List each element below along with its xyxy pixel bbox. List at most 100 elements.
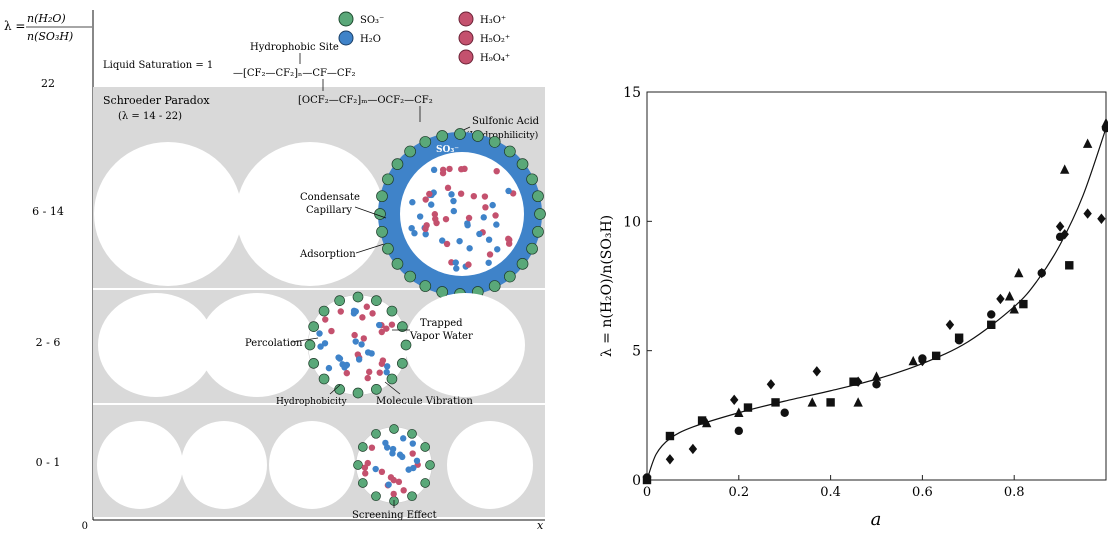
- water-molecule: [383, 368, 390, 376]
- pore-band2-c: [405, 293, 525, 397]
- sulfonate-group: [516, 158, 529, 170]
- x-tick-label: 0.8: [1004, 485, 1025, 500]
- hydronium-ion: [446, 165, 453, 173]
- circle-point: [1037, 268, 1046, 278]
- triangle-point: [1004, 291, 1015, 301]
- sulfonate-group: [420, 478, 431, 488]
- pore-band1-neck: [225, 198, 255, 228]
- band3-ions: [353, 424, 435, 506]
- hydronium-ion: [362, 470, 369, 477]
- hydronium-ion: [378, 360, 386, 367]
- circle-point: [918, 354, 927, 363]
- water-molecule: [464, 220, 471, 227]
- legend: SO₃⁻ H₂O H₃O⁺ H₅O₂⁺ H₉O₄⁺: [338, 11, 510, 65]
- sulfonate-group: [436, 130, 449, 142]
- hydronium-ion: [465, 214, 473, 222]
- sulfonate-group: [376, 225, 388, 238]
- sulfonate-group: [376, 190, 388, 203]
- triangle-point: [734, 407, 744, 417]
- sulfonate-group: [371, 383, 382, 395]
- diamond-point: [1083, 208, 1092, 219]
- water-molecule: [439, 237, 446, 244]
- triangle-point: [1082, 138, 1093, 148]
- sulfonate-group: [419, 136, 432, 148]
- band2-ions: [304, 291, 412, 399]
- triangle-point: [1059, 164, 1070, 174]
- x-axis-label: x: [537, 519, 544, 531]
- hydronium-ion: [364, 374, 371, 382]
- sulfonate-group: [304, 339, 316, 351]
- circle-point: [872, 380, 881, 389]
- water-molecule: [411, 230, 418, 237]
- plot-frame: [646, 91, 1107, 481]
- water-molecule: [450, 207, 458, 215]
- sulfonate-group: [471, 130, 484, 142]
- pore-band3-a: [97, 421, 183, 509]
- water-molecule: [389, 450, 396, 457]
- hydronium-ion: [369, 310, 376, 317]
- diamond-point: [766, 379, 776, 390]
- pore-band2-neck: [198, 334, 218, 356]
- hydronium-ion: [442, 215, 450, 223]
- capillary-label: Capillary: [306, 205, 352, 216]
- sulfonate-group: [357, 442, 368, 452]
- legend-so3-label: SO₃⁻: [360, 15, 384, 26]
- hydronium-ion: [444, 184, 452, 192]
- hydronium-ion: [465, 261, 472, 268]
- data-points: [642, 117, 1108, 485]
- sulfonate-group: [396, 321, 408, 332]
- schroeder-paradox-label: Schroeder Paradox: [103, 94, 210, 107]
- water-molecule: [452, 259, 459, 266]
- sulfonate-group: [371, 295, 382, 307]
- hydronium-ion: [426, 190, 433, 198]
- pore-band2-a: [98, 293, 214, 397]
- water-molecule: [385, 481, 392, 488]
- adsorption-pointer: [355, 243, 385, 254]
- water-molecule: [336, 355, 344, 362]
- hydronium-ion: [351, 331, 358, 339]
- sulfonate-group: [532, 190, 544, 203]
- hydronium-ion: [432, 215, 439, 223]
- triangle-point: [1101, 117, 1108, 128]
- hydronium-ion: [368, 444, 376, 451]
- water-molecule: [430, 166, 438, 174]
- hydronium-ion: [390, 490, 397, 498]
- water-molecule: [485, 259, 492, 266]
- hydronium-ion: [387, 474, 395, 481]
- level-label-0-1: 0 - 1: [36, 456, 61, 469]
- circle-point: [734, 426, 743, 436]
- square-point: [1019, 299, 1028, 309]
- water-molecule: [400, 435, 407, 442]
- water-molecule: [409, 440, 416, 447]
- water-molecule: [453, 265, 460, 272]
- diamond-point: [853, 376, 863, 387]
- water-molecule: [350, 307, 358, 315]
- hydronium-ion: [383, 325, 390, 332]
- hydronium-ion: [388, 321, 396, 328]
- circle-point: [954, 336, 964, 345]
- sulfonate-group: [353, 460, 363, 470]
- hydronium-ion: [486, 251, 494, 258]
- hydrophobic-site-label: Hydrophobic Site: [250, 42, 339, 53]
- sulfonate-group: [526, 242, 538, 255]
- water-molecule: [485, 236, 493, 243]
- circle-point: [780, 408, 789, 417]
- lambda-definition-lhs: λ =: [4, 19, 25, 33]
- hydronium-ion: [439, 166, 447, 173]
- sulfonic-acid-label: Sulfonic Acid: [472, 116, 540, 127]
- lambda-denominator: n(SO₃H): [27, 30, 73, 43]
- sulfonate-group: [371, 428, 381, 439]
- x-tick-label: 0: [643, 485, 651, 500]
- square-point: [771, 398, 780, 407]
- sulfonate-group: [386, 305, 398, 317]
- pore-band3-c: [269, 421, 355, 509]
- hydronium-ion: [492, 212, 499, 219]
- sulfonate-group: [318, 373, 330, 385]
- square-point: [1065, 261, 1074, 270]
- so3-in-pore-label: SO₃⁻: [436, 145, 459, 155]
- hydronium-ion: [322, 316, 329, 323]
- sulfonate-group: [308, 321, 320, 332]
